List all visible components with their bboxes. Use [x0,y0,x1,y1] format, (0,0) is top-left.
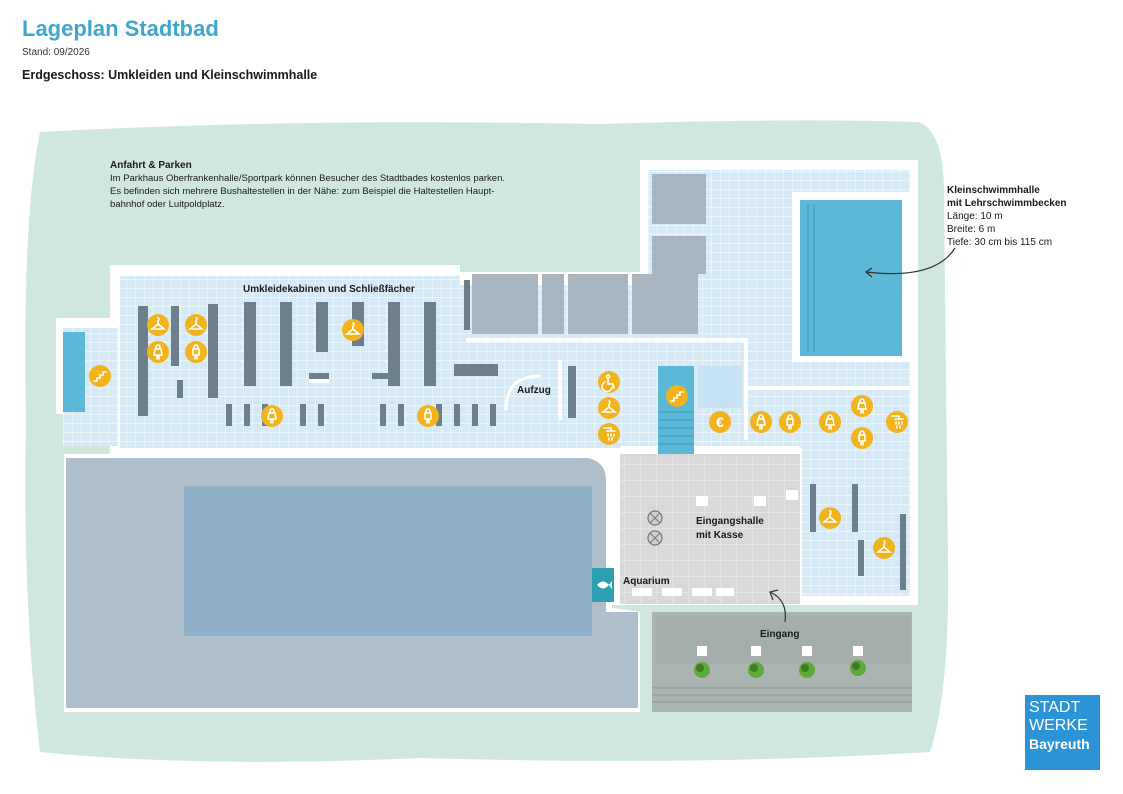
status-date: Stand: 09/2026 [22,47,90,58]
label-aquarium: Aquarium [623,576,670,587]
stairs-icon [89,365,111,387]
room [632,274,698,334]
toilet-female-icon [851,395,873,417]
label-entrance-hall-2: mit Kasse [696,530,744,541]
room [652,236,706,274]
stadtwerke-logo: STADT WERKE Bayreuth [1025,695,1100,770]
pool-width: Breite: 6 m [947,224,996,235]
toilet-male-icon [779,411,801,433]
parking-line: Es befinden sich mehrere Bushaltestellen… [110,186,495,197]
hanger-icon [185,314,207,336]
hanger-icon [819,507,841,529]
floor-subtitle: Erdgeschoss: Umkleiden und Kleinschwimmh… [22,68,318,82]
tree-icon [748,662,764,678]
room [542,274,564,334]
toilet-female-icon [819,411,841,433]
main-pool [184,486,592,636]
toilet-male-icon [851,427,873,449]
label-entrance: Eingang [760,629,800,640]
toilet-female-icon [261,405,283,427]
parking-heading: Anfahrt & Parken [110,160,192,171]
wheelchair-icon [598,371,620,393]
tree-icon [850,660,866,676]
label-changing-rooms: Umkleidekabinen und Schließfächer [243,284,415,295]
room [472,274,538,334]
teaching-pool-info: Kleinschwimmhalle mit Lehrschwimmbecken … [947,184,1066,249]
toilet-female-icon [147,341,169,363]
shower-icon [886,411,908,433]
hanger-icon [873,537,895,559]
hanger-icon [598,397,620,419]
room [652,174,706,224]
tree-icon [799,662,815,678]
teaching-pool-subtitle: mit Lehrschwimmbecken [947,198,1067,209]
toilet-male-icon [185,341,207,363]
hanger-icon [147,314,169,336]
parking-text: Im Parkhaus Oberfrankenhalle/Sportpark k… [110,172,550,211]
toilet-male-icon [417,405,439,427]
teaching-pool-title: Kleinschwimmhalle [947,185,1040,196]
hanger-icon [342,319,364,341]
pool-depth: Tiefe: 30 cm bis 115 cm [947,237,1053,248]
logo-line: Bayreuth [1029,736,1090,752]
shower-icon [598,423,620,445]
room [568,274,628,334]
fish-icon [597,581,612,589]
parking-line: Im Parkhaus Oberfrankenhalle/Sportpark k… [110,173,506,184]
toilet-female-icon [750,411,772,433]
svg-text:€: € [716,414,724,430]
logo-line: STADT [1029,699,1081,716]
pool-length: Länge: 10 m [947,211,1003,222]
label-elevator: Aufzug [517,385,551,396]
teaching-pool [800,200,902,356]
tree-icon [694,662,710,678]
page-title: Lageplan Stadtbad [22,16,219,41]
euro-icon: € [709,411,731,433]
logo-line: WERKE [1029,717,1088,734]
entrance-hall [620,454,800,604]
parking-line: bahnhof oder Luitpoldplatz. [110,199,225,210]
stairs-icon [666,385,688,407]
label-entrance-hall-1: Eingangshalle [696,516,764,527]
